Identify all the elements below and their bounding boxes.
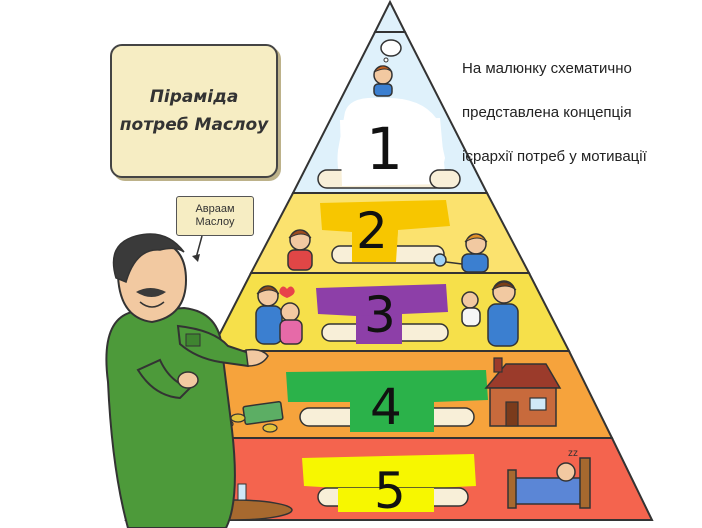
bed-icon <box>511 477 587 505</box>
maslow-smile <box>139 301 165 308</box>
pyramid-tier-top <box>373 0 407 33</box>
maslow-hand <box>245 348 269 367</box>
name-card: Авраам Маслоу <box>176 196 254 236</box>
coin-stack-1 <box>230 413 246 423</box>
caption-line-2: представлена концепція <box>462 104 632 121</box>
house-window <box>529 397 547 411</box>
child-hug-head <box>280 302 300 322</box>
title-card: Піраміда потреб Маслоу <box>110 44 278 178</box>
house-chimney <box>493 357 503 373</box>
baby-body <box>461 307 481 327</box>
maslow-pocket <box>185 333 201 347</box>
caption-line-1: На малюнку схематично <box>462 60 632 77</box>
level-5-highlight-over <box>338 488 434 512</box>
sleeper-head <box>556 462 576 482</box>
top-person-body <box>373 83 393 97</box>
level-2-highlight-over <box>352 230 398 262</box>
maslow-hair <box>112 233 185 284</box>
child-right-body <box>461 253 489 273</box>
flower-stem <box>445 261 463 265</box>
maslow-thumb-hand <box>177 371 199 389</box>
coin-stack-3 <box>262 423 278 433</box>
level-1-highlight-over <box>340 118 446 186</box>
level-4-highlight <box>286 370 488 432</box>
name-card-pointer <box>195 235 203 259</box>
level-number-3: 3 <box>364 286 396 344</box>
baby-head <box>461 291 479 309</box>
level-3-highlight-over <box>356 314 402 344</box>
child-hug-body <box>279 319 303 345</box>
maslow-body <box>105 306 236 528</box>
title-card-line-1: Піраміда <box>149 87 239 107</box>
level-number-5: 5 <box>374 462 406 520</box>
parent-left-body <box>255 305 283 345</box>
level-number-1: 1 <box>366 115 403 183</box>
parent-right-body <box>487 303 519 347</box>
maslow-mustache <box>136 288 166 297</box>
name-card-pointer-head <box>192 254 200 262</box>
sleep-z-icon: zz <box>568 448 578 459</box>
name-card-line-1: Авраам <box>195 203 235 215</box>
child-left-body <box>287 249 313 271</box>
level-4-highlight-over <box>350 402 434 432</box>
bed-headboard <box>579 457 591 509</box>
child-left-hair <box>288 229 312 239</box>
caption-line-3: ієрархії потреб у мотивації <box>462 148 647 165</box>
flower-icon <box>433 253 447 267</box>
level-number-2: 2 <box>356 202 388 260</box>
glass-icon <box>237 483 247 501</box>
caption-text: На малюнку схематично представлена конце… <box>462 36 697 190</box>
house-icon <box>489 387 557 427</box>
level-1-label-bar-right <box>429 169 461 189</box>
thought-cloud-dot <box>383 57 389 63</box>
title-card-line-2: потреб Маслоу <box>119 115 269 135</box>
parent-left-hair <box>256 285 280 295</box>
child-right-hair <box>464 233 488 243</box>
heart-icon <box>279 286 295 298</box>
house-door <box>505 401 519 427</box>
thought-cloud-icon <box>380 39 402 57</box>
name-card-line-2: Маслоу <box>195 216 235 228</box>
top-person-hair <box>373 65 393 73</box>
level-3-highlight <box>316 284 448 344</box>
level-number-4: 4 <box>370 378 402 436</box>
bed-footboard <box>507 469 517 509</box>
parent-right-hair <box>491 281 517 291</box>
